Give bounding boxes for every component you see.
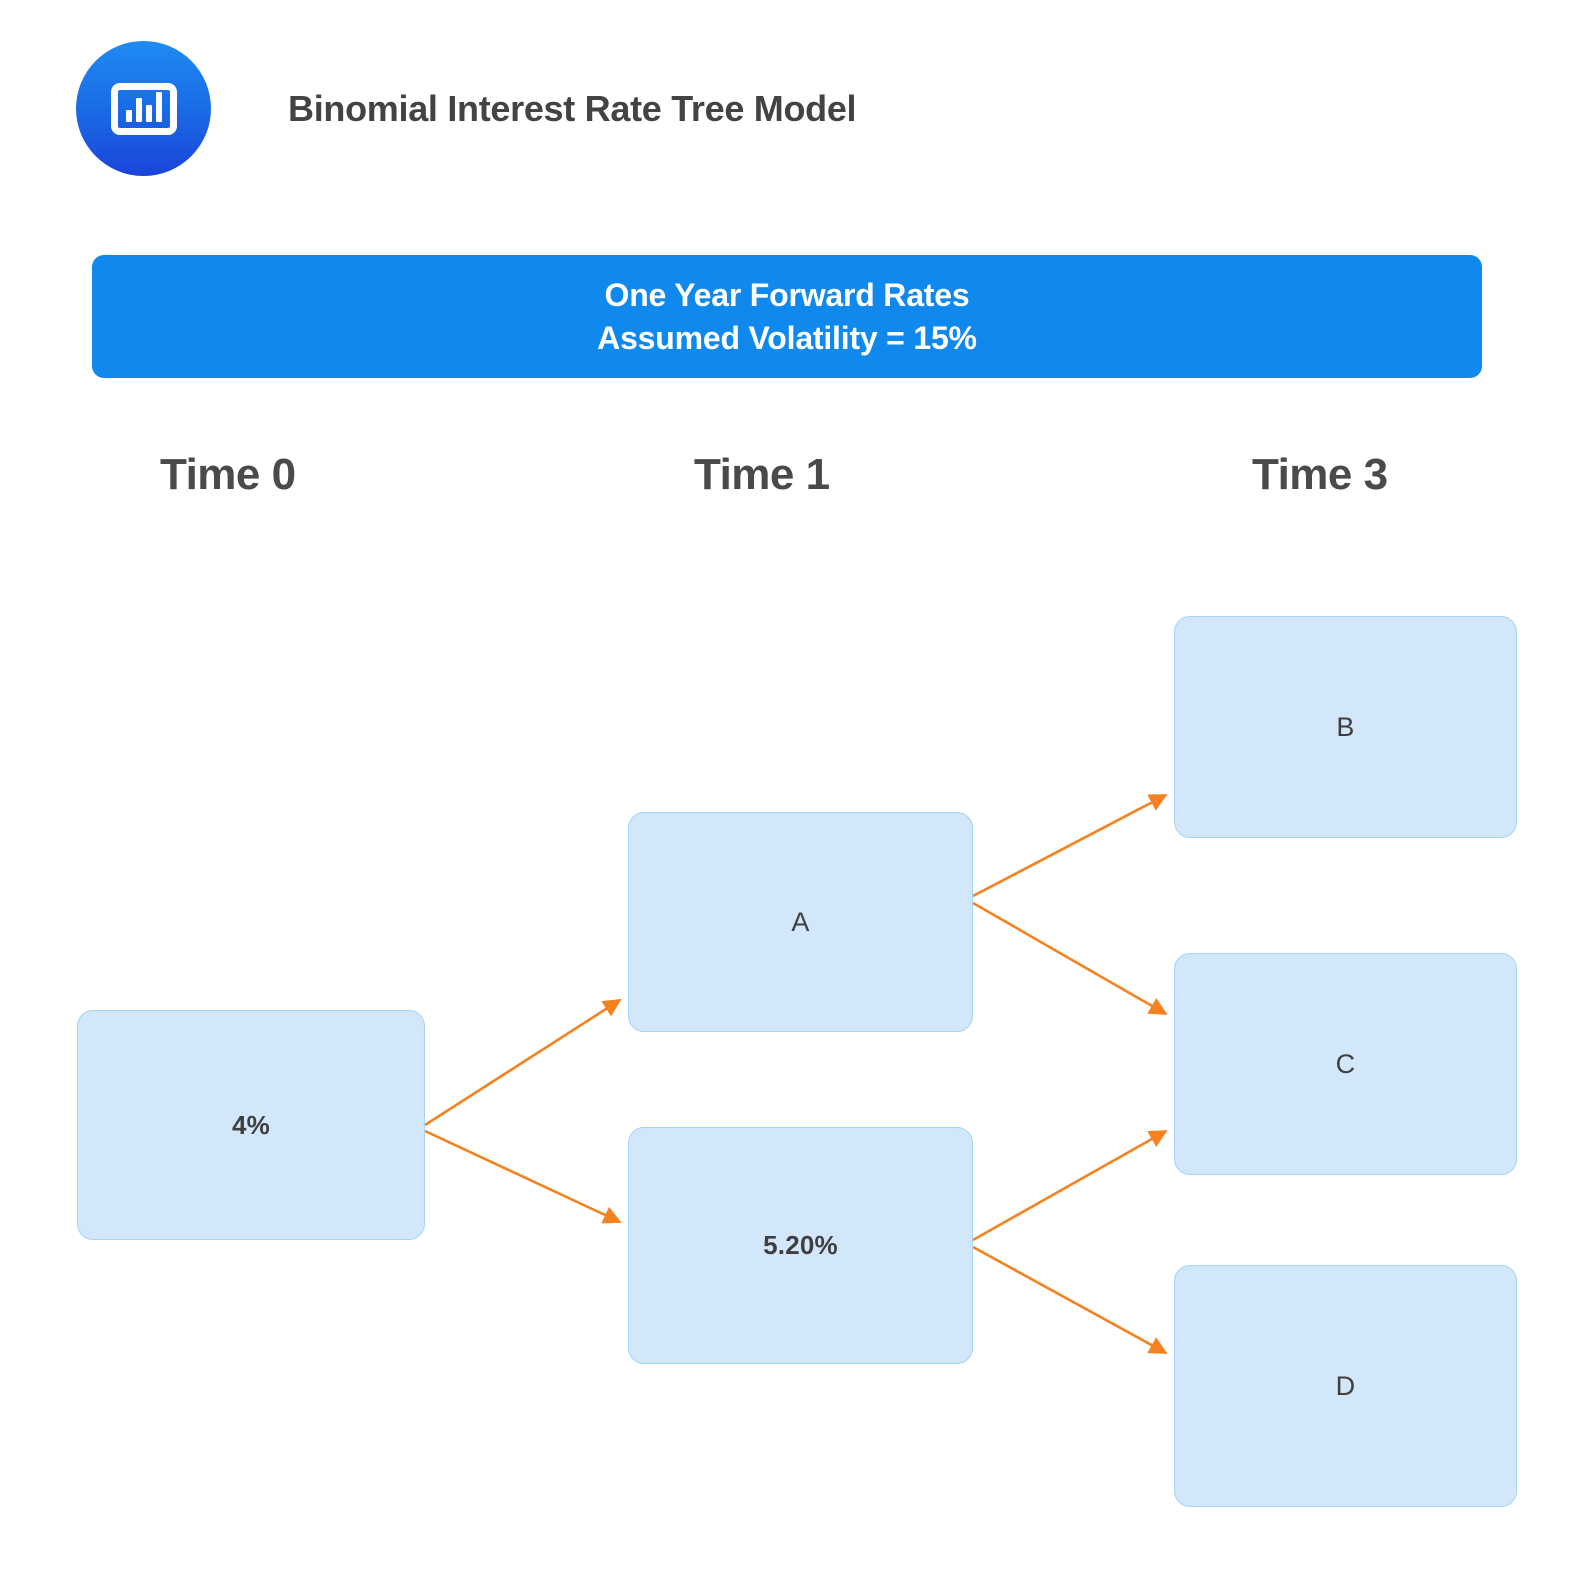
- tree-node-label: 5.20%: [763, 1230, 838, 1260]
- tree-node-label: C: [1335, 1048, 1356, 1079]
- bar-chart-icon: [110, 82, 177, 135]
- tree-node-time0-rate[interactable]: 4%: [77, 1010, 425, 1240]
- tree-node-time3-d[interactable]: D: [1174, 1265, 1517, 1507]
- header-bar: Binomial Interest Rate Tree Model: [0, 0, 1590, 210]
- column-heading-time-0: Time 0: [160, 450, 296, 499]
- edge-t1d-to-c: [972, 1129, 1168, 1242]
- app-logo: [76, 41, 211, 176]
- edge-a-to-c: [972, 901, 1168, 1016]
- column-heading-time-3: Time 3: [1252, 450, 1388, 499]
- tree-node-time1-upper[interactable]: A: [628, 812, 973, 1032]
- edge-a-to-b: [972, 793, 1168, 898]
- tree-node-label: A: [791, 906, 810, 937]
- bar-chart-icon-bar-3: [145, 104, 152, 122]
- page-title: Binomial Interest Rate Tree Model: [288, 88, 857, 129]
- tree-node-time3-c[interactable]: C: [1174, 953, 1517, 1175]
- tree-node-time1-lower[interactable]: 5.20%: [628, 1127, 973, 1364]
- tree-node-time3-b[interactable]: B: [1174, 616, 1517, 838]
- edge-t1d-to-d: [972, 1245, 1168, 1355]
- tree-node-label: B: [1336, 711, 1355, 742]
- edge-t0-to-t1d: [424, 1129, 622, 1224]
- bar-chart-icon-bar-4: [155, 91, 162, 122]
- banner-line-one-year-forward-rates: One Year Forward Rates: [604, 277, 970, 314]
- bar-chart-icon-bar-1: [125, 109, 132, 122]
- bar-chart-icon-bars: [125, 91, 162, 122]
- tree-node-label: D: [1335, 1370, 1356, 1401]
- column-heading-time-1: Time 1: [694, 450, 830, 499]
- edge-t0-to-a: [424, 998, 622, 1127]
- tree-node-label: 4%: [232, 1109, 270, 1140]
- banner-line-assumed-volatility: Assumed Volatility = 15%: [597, 319, 977, 356]
- forward-rates-banner: One Year Forward Rates Assumed Volatilit…: [92, 255, 1482, 378]
- bar-chart-icon-bar-2: [135, 97, 142, 122]
